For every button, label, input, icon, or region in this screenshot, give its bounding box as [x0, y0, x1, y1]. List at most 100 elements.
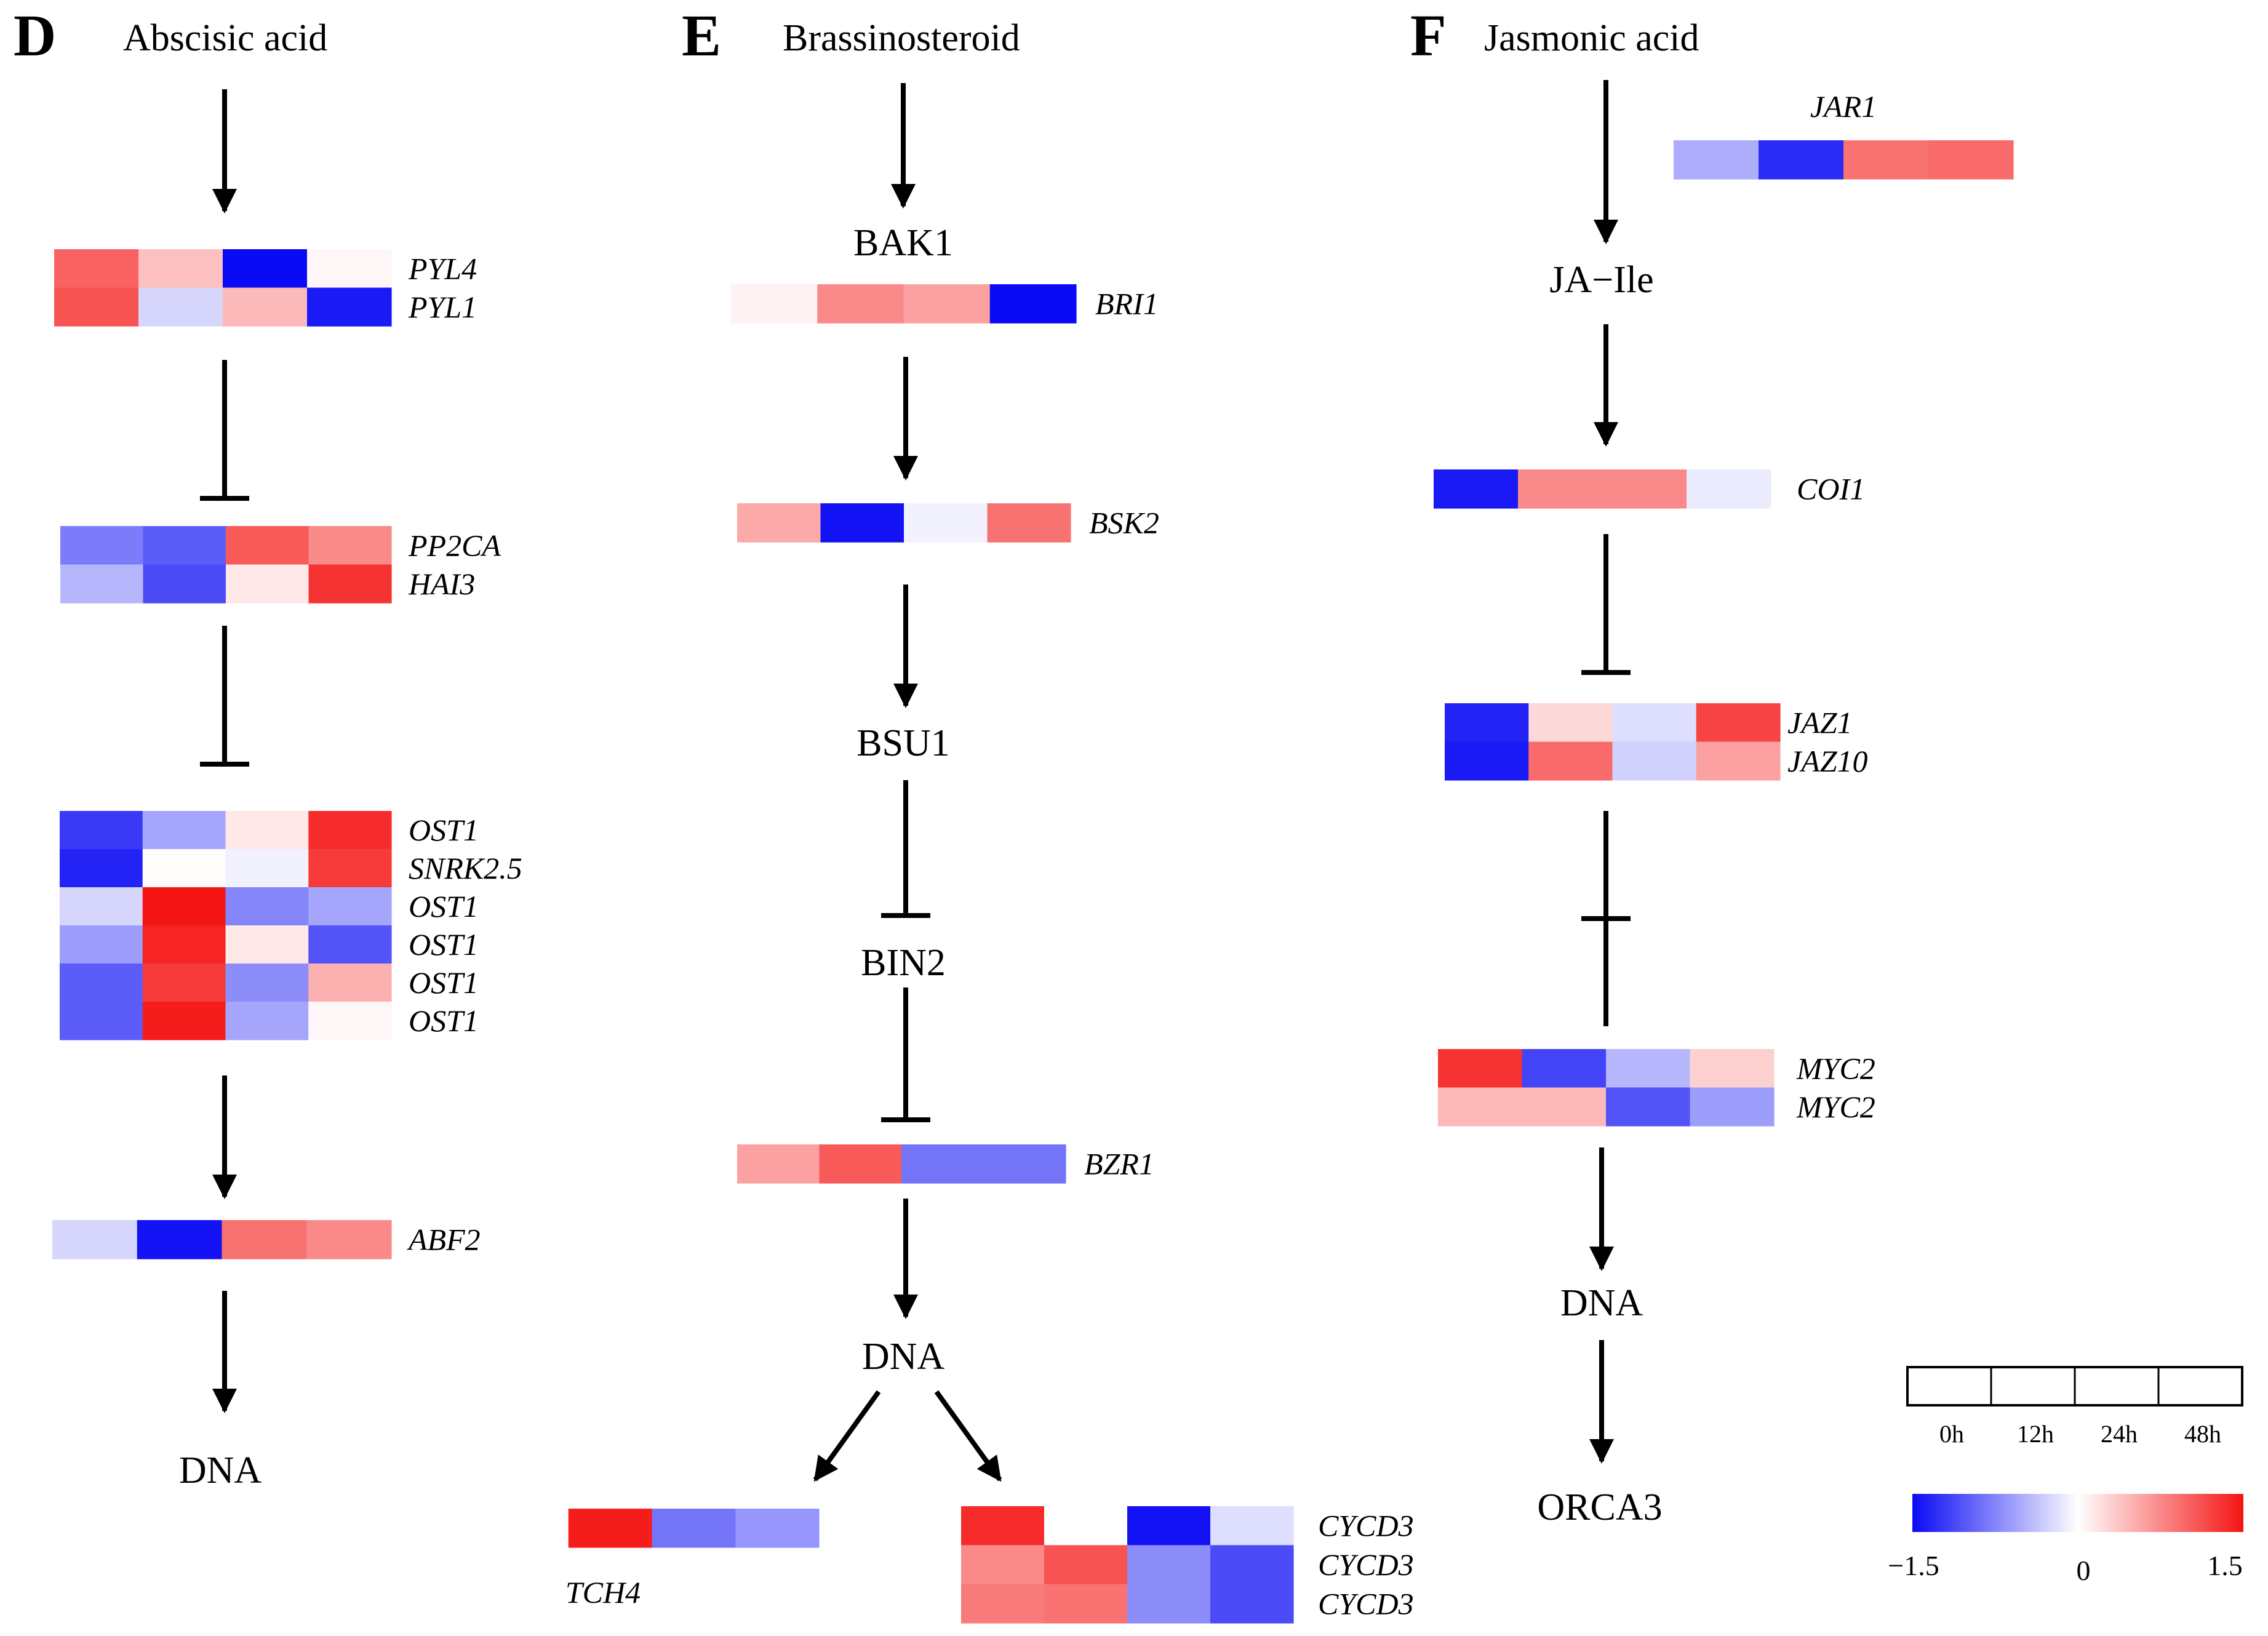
- gene-label: BSK2: [1089, 506, 1159, 540]
- f-orca3-label: ORCA3: [1537, 1486, 1662, 1528]
- heatmap-cell: [568, 1509, 653, 1548]
- heatmap-cell: [1528, 703, 1613, 743]
- e-bin2-label: BIN2: [861, 942, 946, 984]
- heatmap-cell: [819, 1144, 902, 1184]
- heatmap-cell: [307, 249, 392, 289]
- heatmap-cell: [1696, 703, 1781, 743]
- gene-label: BZR1: [1084, 1147, 1154, 1181]
- gene-label: HAI3: [408, 567, 475, 601]
- f-dna-label: DNA: [1560, 1282, 1643, 1324]
- heatmap-cell: [901, 1144, 984, 1184]
- gene-label: JAZ1: [1787, 705, 1853, 740]
- heatmap-cell: [308, 526, 392, 565]
- heatmap-cell: [961, 1545, 1045, 1585]
- heatmap-cell: [1528, 741, 1613, 781]
- heatmap-cell: [142, 849, 226, 888]
- heatmap-cell: [1606, 1087, 1691, 1127]
- heatmap-cell: [1127, 1584, 1211, 1624]
- heatmap-cell: [904, 503, 988, 543]
- heatmap-cell: [485, 1509, 569, 1548]
- panel-f-letter: F: [1410, 2, 1447, 68]
- heatmap-cell: [142, 887, 226, 926]
- heatmap-cell: [1690, 1087, 1775, 1127]
- heatmap-cell: [60, 849, 143, 888]
- heatmap-cell: [1696, 741, 1781, 781]
- gene-label: CYCD3: [1318, 1547, 1414, 1582]
- scale-min-label: −1.5: [1888, 1550, 1939, 1581]
- scale-max-label: 1.5: [2207, 1550, 2243, 1581]
- heatmap-cell: [737, 503, 821, 543]
- heatmap-cell: [138, 287, 223, 327]
- heatmap-cell: [143, 526, 226, 565]
- timepoint-label: 12h: [2017, 1420, 2054, 1448]
- heatmap-cell: [308, 811, 392, 850]
- heatmap-cell: [1690, 1049, 1775, 1088]
- heatmap-cell: [306, 1220, 392, 1259]
- gene-label: ABF2: [407, 1223, 481, 1257]
- heatmap-cell: [308, 925, 392, 964]
- gene-label: PYL1: [408, 290, 477, 324]
- heatmap-cell: [54, 249, 139, 289]
- gene-label: MYC2: [1796, 1090, 1875, 1124]
- timepoint-label: 24h: [2101, 1420, 2138, 1448]
- heatmap-cell: [54, 287, 139, 327]
- heatmap-cell: [1127, 1506, 1211, 1546]
- heatmap-cell: [1518, 469, 1603, 509]
- gene-label: OST1: [409, 813, 479, 847]
- heatmap-cell: [225, 1002, 309, 1040]
- heatmap-f-jar: JAR1: [1674, 89, 2014, 180]
- timepoint-label: 0h: [1939, 1420, 1964, 1448]
- gene-label: PP2CA: [408, 528, 501, 562]
- heatmap-cell: [1674, 140, 1759, 180]
- heatmap-cell: [225, 811, 309, 850]
- legend-color-scale: −1.5 0 1.5: [1888, 1494, 2243, 1586]
- gene-label: PYL4: [408, 251, 477, 285]
- heatmap-cell: [1612, 741, 1697, 781]
- gene-label: CYCD3: [1318, 1509, 1414, 1543]
- heatmap-cell: [820, 503, 904, 543]
- heatmap-cell: [308, 964, 392, 1002]
- gene-label: OST1: [409, 965, 479, 1000]
- heatmap-cell: [1843, 140, 1929, 180]
- heatmap-cell: [1606, 1049, 1691, 1088]
- heatmap-cell: [1438, 1049, 1523, 1088]
- panel-d-title: Abscisic acid: [123, 17, 327, 59]
- heatmap-cell: [1210, 1584, 1294, 1624]
- e-bsu1-label: BSU1: [856, 722, 950, 764]
- heatmap-cell: [223, 287, 308, 327]
- gene-label: OST1: [409, 927, 479, 962]
- heatmap-cell: [225, 964, 309, 1002]
- heatmap-cell: [60, 1002, 143, 1040]
- heatmap-cell: [308, 1002, 392, 1040]
- heatmap-cell: [60, 526, 144, 565]
- e-bak1-label: BAK1: [853, 222, 953, 264]
- heatmap-cell: [142, 964, 226, 1002]
- heatmap-cell: [225, 925, 309, 964]
- heatmap-cell: [1044, 1584, 1128, 1624]
- heatmap-cell: [142, 1002, 226, 1040]
- heatmap-cell: [308, 564, 392, 604]
- heatmap-cell: [138, 249, 223, 289]
- heatmap-cell: [308, 849, 392, 888]
- heatmap-cell: [225, 849, 309, 888]
- heatmap-cell: [903, 284, 991, 324]
- heatmap-cell: [817, 284, 904, 324]
- e-arrow-cycd3: [934, 1390, 1002, 1482]
- heatmap-cell: [1210, 1506, 1294, 1546]
- heatmap-cell: [60, 811, 143, 850]
- e-arrow-tch4: [813, 1390, 881, 1482]
- gene-label: JAZ10: [1787, 744, 1868, 778]
- heatmap-cell: [143, 564, 226, 604]
- heatmap-cell: [1522, 1087, 1607, 1127]
- heatmap-cell: [52, 1220, 138, 1259]
- heatmap-cell: [1434, 469, 1519, 509]
- heatmap-cell: [1445, 703, 1529, 743]
- heatmap-cell: [987, 503, 1071, 543]
- heatmap-cell: [1687, 469, 1771, 509]
